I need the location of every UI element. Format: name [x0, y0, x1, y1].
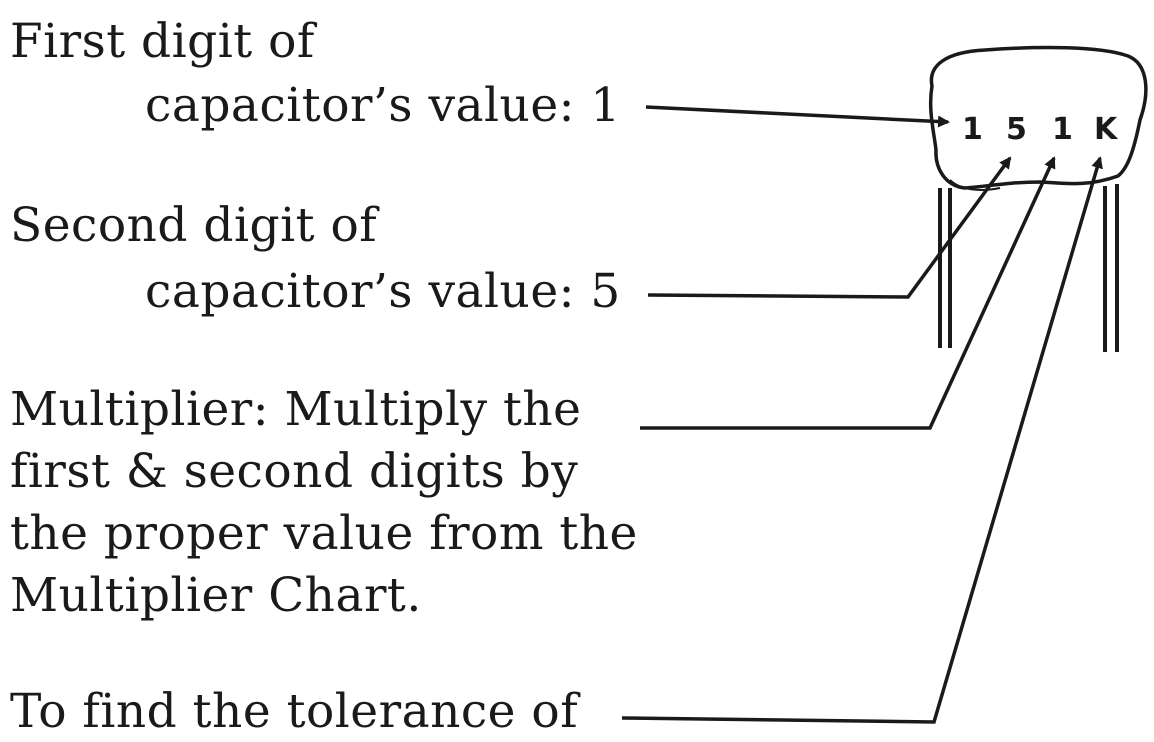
- capacitor-marking-char: 1: [1052, 112, 1073, 147]
- second-digit-label-line2: capacitor’s value: 5: [145, 264, 621, 319]
- capacitor-body: [928, 45, 1148, 190]
- multiplier-label-line4: Multiplier Chart.: [10, 568, 422, 623]
- first-digit-label-line2: capacitor’s value: 1: [145, 78, 621, 133]
- capacitor-marking-char: K: [1094, 112, 1119, 147]
- tolerance-label-line1: To find the tolerance of: [10, 684, 579, 739]
- capacitor-marking-char: 1: [962, 112, 983, 147]
- capacitor-leads: [938, 184, 1119, 352]
- tolerance-pointer-line: [621, 156, 1103, 724]
- multiplier-pointer-line: [640, 156, 1056, 430]
- multiplier-label-line1: Multiplier: Multiply the: [10, 382, 582, 437]
- capacitor-marking-char: 5: [1006, 112, 1027, 147]
- first-digit-label-line1: First digit of: [10, 14, 315, 69]
- second-digit-pointer-line: [647, 156, 1012, 299]
- multiplier-label-line3: the proper value from the: [10, 506, 638, 561]
- multiplier-label-line2: first & second digits by: [10, 444, 579, 499]
- second-digit-label-line1: Second digit of: [10, 198, 378, 253]
- first-digit-pointer-line: [645, 105, 950, 128]
